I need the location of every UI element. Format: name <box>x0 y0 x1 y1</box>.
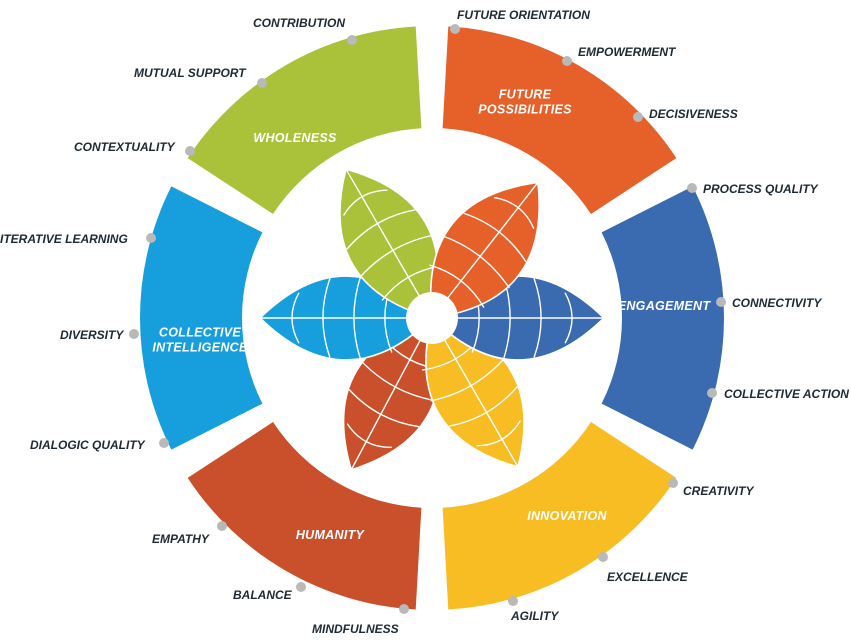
label-dot <box>129 329 139 339</box>
segment-title-line: INTELLIGENCE <box>152 341 248 355</box>
label-process-quality: PROCESS QUALITY <box>703 182 819 196</box>
segment-title-line: ENGAGEMENT <box>618 299 712 313</box>
label-future-orientation: FUTURE ORIENTATION <box>457 8 590 22</box>
label-dot <box>399 604 409 614</box>
segment-innovation <box>442 422 677 610</box>
segment-engagement <box>601 186 725 450</box>
label-dot <box>687 183 697 193</box>
segment-title-humanity: HUMANITY <box>296 528 366 542</box>
petal-vein <box>430 357 505 402</box>
segment-title-innovation: INNOVATION <box>527 509 607 523</box>
label-mindfulness: MINDFULNESS <box>312 622 399 636</box>
petal-vein <box>291 292 300 344</box>
petal-vein <box>342 189 388 216</box>
segment-wholeness <box>187 26 422 214</box>
label-dot <box>562 56 572 66</box>
petal-vein <box>533 278 542 358</box>
segment-title-line: COLLECTIVE <box>159 326 242 340</box>
label-contextuality: CONTEXTUALITY <box>74 140 176 154</box>
label-dot <box>347 35 357 45</box>
petal-vein <box>429 264 485 308</box>
label-agility: AGILITY <box>510 609 559 623</box>
center-flower <box>258 168 606 471</box>
petal-vein <box>322 278 331 358</box>
label-creativity: CREATIVITY <box>683 484 754 498</box>
label-dialogic-quality: DIALOGIC QUALITY <box>30 438 146 452</box>
label-dot <box>296 582 306 592</box>
petal-vein <box>346 423 392 449</box>
label-diversity: DIVERSITY <box>60 328 124 342</box>
petal-vein <box>353 275 362 361</box>
outer-labels: FUTURE ORIENTATION EMPOWERMENT DECISIVEN… <box>0 8 849 636</box>
label-empowerment: EMPOWERMENT <box>578 45 677 59</box>
outer-ring <box>140 26 725 610</box>
label-dot <box>257 78 267 88</box>
label-dot <box>598 552 608 562</box>
petal-vein <box>360 360 437 402</box>
label-dot <box>159 438 169 448</box>
segment-title-line: WHOLENESS <box>253 131 337 145</box>
label-balance: BALANCE <box>233 588 293 602</box>
label-decisiveness: DECISIVENESS <box>649 107 738 121</box>
petal-wholeness <box>339 168 442 319</box>
petal-vein <box>346 209 416 250</box>
segment-title-engagement: ENGAGEMENT <box>618 299 712 313</box>
petal-vein <box>493 196 535 230</box>
petal-vein <box>564 292 573 344</box>
segment-title-line: POSSIBILITIES <box>478 103 572 117</box>
label-empathy: EMPATHY <box>152 532 210 546</box>
segment-collective <box>140 186 263 450</box>
label-connectivity: CONNECTIVITY <box>732 296 822 310</box>
petal-vein <box>348 389 420 428</box>
label-dot <box>146 233 156 243</box>
segment-title-line: INNOVATION <box>527 509 607 523</box>
petal-outline <box>430 181 540 319</box>
petal-midrib <box>431 182 539 319</box>
label-mutual-support: MUTUAL SUPPORT <box>134 66 247 80</box>
petal-midrib <box>431 317 519 468</box>
label-contribution: CONTRIBUTION <box>253 16 345 30</box>
label-dot <box>185 146 195 156</box>
petal-vein <box>476 420 522 447</box>
label-dot <box>450 24 460 34</box>
segment-title-line: HUMANITY <box>296 528 366 542</box>
petal-vein <box>442 235 510 289</box>
petal-vein <box>359 234 434 279</box>
label-dot <box>707 388 717 398</box>
center-circle <box>406 292 458 344</box>
petal-vein <box>463 212 527 263</box>
label-excellence: EXCELLENCE <box>607 570 689 584</box>
segment-title-wholeness: WHOLENESS <box>253 131 337 145</box>
petal-vein <box>448 386 518 427</box>
petal-future <box>429 181 540 319</box>
petal-midrib <box>345 168 433 319</box>
label-collective-action: COLLECTIVE ACTION <box>724 387 849 401</box>
label-dot <box>633 112 643 122</box>
petal-midrib <box>350 317 433 471</box>
segment-title-line: FUTURE <box>499 88 552 102</box>
label-dot <box>217 521 227 531</box>
segment-humanity <box>187 422 422 610</box>
label-dot <box>508 596 518 606</box>
segment-future <box>442 26 677 214</box>
label-dot <box>716 297 726 307</box>
label-iterative-learning: ITERATIVE LEARNING <box>0 232 128 246</box>
label-dot <box>668 478 678 488</box>
